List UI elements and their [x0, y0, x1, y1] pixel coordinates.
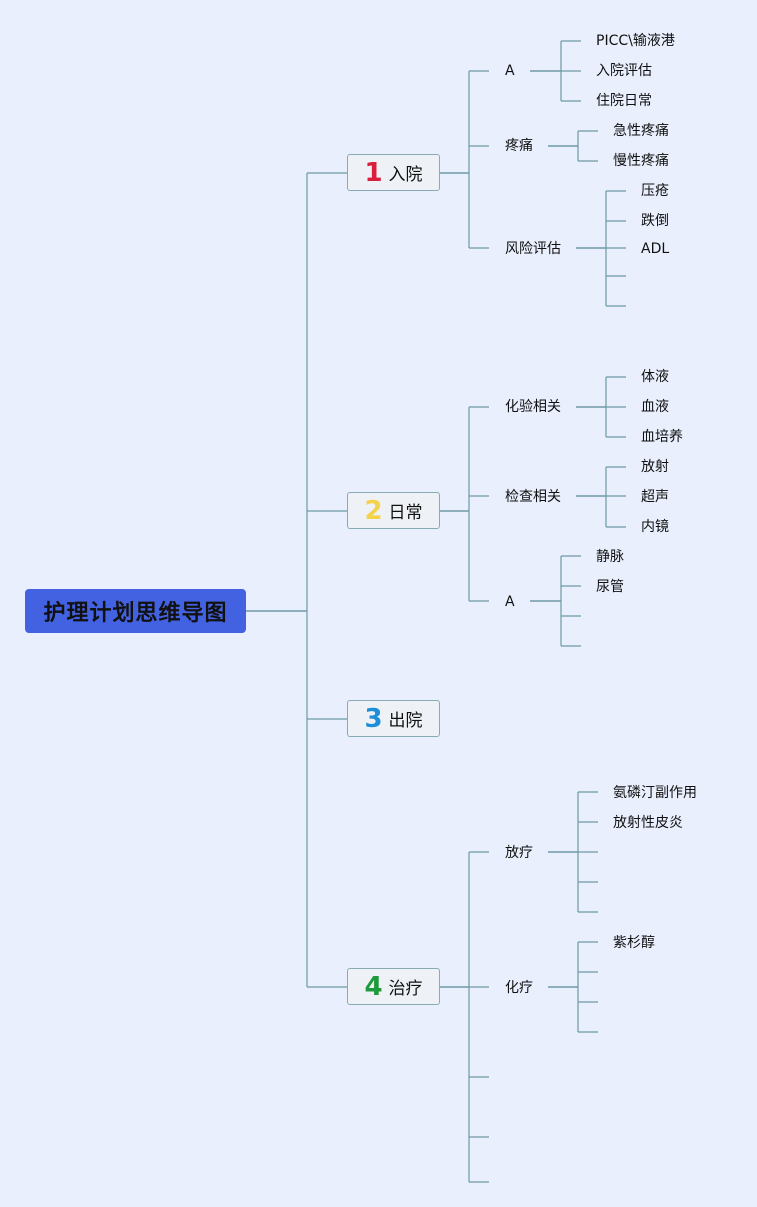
number-2-icon: 2 [364, 495, 383, 526]
number-1-icon: 1 [364, 157, 383, 188]
leaf-amifostine-side-effects[interactable]: 氨磷汀副作用 [613, 785, 697, 801]
leaf-chronic-pain[interactable]: 慢性疼痛 [613, 153, 669, 169]
leaf-acute-pain[interactable]: 急性疼痛 [613, 123, 669, 139]
topic-examinations[interactable]: 检查相关 [505, 489, 561, 505]
root-title: 护理计划思维导图 [43, 601, 228, 626]
branch-label: 治疗 [388, 979, 423, 999]
topic-a[interactable]: A [505, 594, 515, 610]
topic-a[interactable]: A [505, 63, 515, 79]
topic-pain[interactable]: 疼痛 [505, 138, 533, 154]
topic-lab-tests[interactable]: 化验相关 [505, 399, 561, 415]
branch-daily[interactable]: 2 日常 [347, 492, 440, 529]
number-3-icon: 3 [364, 703, 383, 734]
root-node[interactable]: 护理计划思维导图 [25, 589, 246, 633]
branch-discharge[interactable]: 3 出院 [347, 700, 440, 737]
leaf-paclitaxel[interactable]: 紫杉醇 [613, 935, 655, 951]
number-4-icon: 4 [364, 971, 383, 1002]
leaf-blood-culture[interactable]: 血培养 [641, 429, 683, 445]
leaf-fall[interactable]: 跌倒 [641, 213, 669, 229]
leaf-inpatient-daily[interactable]: 住院日常 [596, 93, 652, 109]
branch-treatment[interactable]: 4 治疗 [347, 968, 440, 1005]
leaf-admission-assessment[interactable]: 入院评估 [596, 63, 652, 79]
branch-label: 日常 [388, 503, 423, 523]
leaf-endoscopy[interactable]: 内镜 [641, 519, 669, 535]
leaf-blood[interactable]: 血液 [641, 399, 669, 415]
leaf-adl[interactable]: ADL [641, 241, 670, 257]
topic-chemotherapy[interactable]: 化疗 [505, 980, 533, 996]
leaf-urinary-catheter[interactable]: 尿管 [596, 579, 624, 595]
leaf-radiation-dermatitis[interactable]: 放射性皮炎 [613, 815, 683, 831]
leaf-pressure-sore[interactable]: 压疮 [641, 183, 669, 199]
leaf-picc[interactable]: PICC\输液港 [596, 33, 675, 49]
branch-label: 出院 [388, 711, 423, 731]
leaf-body-fluid[interactable]: 体液 [641, 369, 669, 385]
topic-risk-assessment[interactable]: 风险评估 [505, 241, 561, 257]
leaf-vein[interactable]: 静脉 [596, 549, 624, 565]
leaf-radiology[interactable]: 放射 [641, 459, 669, 475]
branch-admission[interactable]: 1 入院 [347, 154, 440, 191]
topic-radiotherapy[interactable]: 放疗 [505, 845, 533, 861]
leaf-ultrasound[interactable]: 超声 [641, 489, 669, 505]
branch-label: 入院 [388, 165, 423, 185]
